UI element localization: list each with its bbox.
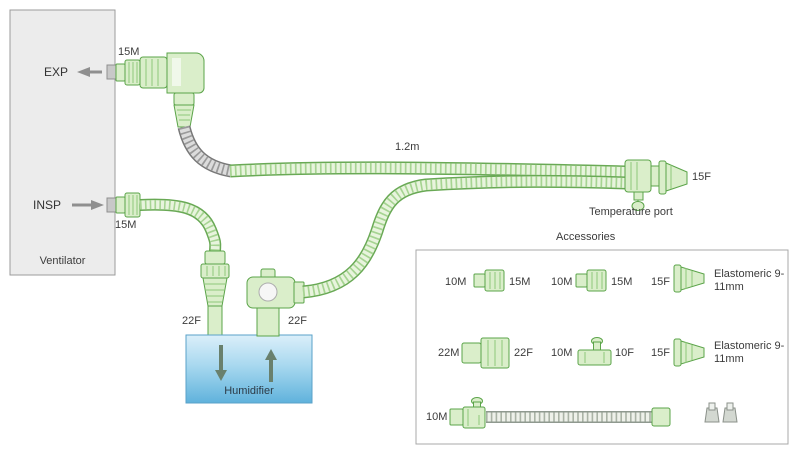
accessory-size-label: Elastomeric 9-11mm: [714, 268, 785, 294]
circuit-clips-icon: [704, 402, 738, 423]
exp-port-size-label: 15M: [118, 46, 140, 58]
ventilator-box: [9, 9, 117, 276]
accessory-size-label: 10F: [615, 347, 634, 359]
insp-port-size-label: 15M: [115, 219, 137, 231]
humidifier-outlet-size-label: 22F: [288, 315, 307, 327]
catheter-mount-icon: [449, 397, 486, 429]
accessory-size-label: 15F: [651, 276, 670, 288]
accessory-size-label: 10M: [551, 276, 573, 288]
exp-elbow-connector: [139, 52, 205, 128]
expiratory-tube-gray-section: [177, 125, 233, 178]
temperature-port: [631, 191, 645, 211]
accessory-size-label: 10M: [445, 276, 467, 288]
humidifier-label: Humidifier: [224, 385, 274, 397]
expiratory-tube: [229, 161, 629, 179]
humidifier-inflow-arrow-icon: [215, 345, 227, 381]
patient-elastomeric-connector: [658, 160, 688, 195]
humidifier-inlet-connector: [200, 250, 230, 337]
humidifier-inlet-size-label: 22F: [182, 315, 201, 327]
accessory-size-label: 10M: [551, 347, 573, 359]
elastomeric-15f-icon: [673, 338, 705, 367]
exp-flow-arrow-icon: [77, 67, 102, 77]
tube-end-cuff: [651, 407, 671, 427]
insp-flow-arrow-icon: [72, 200, 104, 210]
accessories-title: Accessories: [556, 231, 616, 243]
tube-length-label: 1.2m: [395, 141, 420, 153]
temperature-port-label: Temperature port: [589, 206, 673, 218]
humidifier-outlet-elbow: [246, 268, 305, 337]
inspiratory-tube: [302, 174, 628, 299]
insp-port-connector: [115, 192, 141, 218]
accessory-size-label: 22F: [514, 347, 533, 359]
accessory-size-label: 22M: [438, 347, 460, 359]
humidifier-box: [185, 334, 313, 404]
accessory-size-label: 10M: [426, 411, 448, 423]
accessory-size-label: Elastomeric 9-11mm: [714, 340, 785, 366]
elastomeric-15f-icon: [673, 264, 705, 293]
patient-wye-connector: [624, 159, 661, 193]
adapter-10m-15m-icon: [473, 269, 505, 292]
insp-label: INSP: [33, 198, 62, 212]
adapter-10m-15m-icon: [575, 269, 607, 292]
inspiratory-tube-inlet: [139, 198, 222, 253]
accessory-size-label: 15M: [509, 276, 531, 288]
patient-connector-size-label: 15F: [692, 171, 711, 183]
accessory-size-label: 15M: [611, 276, 633, 288]
exp-port-connector: [115, 59, 141, 86]
humidifier-outflow-arrow-icon: [265, 349, 277, 382]
adapter-10m-10f-port-icon: [577, 337, 612, 366]
adapter-22m-22f-icon: [461, 337, 510, 369]
exp-label: EXP: [44, 65, 69, 79]
ventilator-label: Ventilator: [39, 255, 86, 267]
accessory-size-label: 15F: [651, 347, 670, 359]
